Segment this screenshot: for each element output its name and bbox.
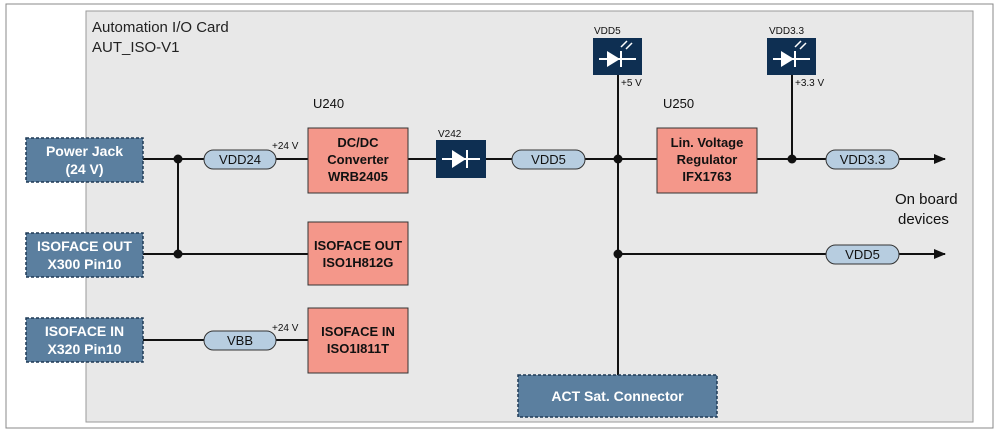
voltage-p33: +3.3 V (795, 78, 825, 89)
power-jack-label-line2: (24 V) (65, 161, 103, 177)
isoface-in-connector-box: ISOFACE IN X320 Pin10 (25, 317, 144, 363)
power-jack-label-line1: Power Jack (46, 143, 123, 159)
ref-u250: U250 (663, 96, 694, 111)
ldo-label-line3: IFX1763 (682, 169, 731, 184)
isoface-out-block-line1: ISOFACE OUT (314, 238, 402, 253)
led-vdd5-label: VDD5 (594, 26, 621, 37)
ref-v242: V242 (438, 129, 462, 140)
card-subtitle: AUT_ISO-V1 (92, 39, 180, 56)
led-icon (593, 38, 642, 75)
isoface-out-connector-label-line1: ISOFACE OUT (37, 238, 132, 254)
isoface-in-connector-label-line1: ISOFACE IN (45, 323, 124, 339)
junction-dot (173, 154, 183, 164)
net-label-vdd33: VDD3.3 (825, 149, 900, 170)
net-label-vdd24-text: VDD24 (219, 152, 261, 167)
led-icon (767, 38, 816, 75)
isoface-in-connector-label-line2: X320 Pin10 (48, 341, 122, 357)
isoface-in-block-line2: ISO1I811T (327, 341, 389, 356)
card-area (85, 10, 974, 423)
net-label-vbb: VBB (203, 330, 277, 351)
isoface-in-block: ISOFACE IN ISO1I811T (307, 307, 409, 374)
ref-u240: U240 (313, 96, 344, 111)
isoface-in-block-line1: ISOFACE IN (321, 324, 395, 339)
act-connector-label: ACT Sat. Connector (551, 388, 684, 404)
net-label-vdd5-output-text: VDD5 (845, 247, 880, 262)
junction-dot (613, 154, 623, 164)
linear-regulator-block: Lin. Voltage Regulator IFX1763 (656, 127, 758, 194)
diode-icon (436, 140, 486, 178)
on-board-label-line2: devices (898, 211, 949, 228)
voltage-p5: +5 V (621, 78, 642, 89)
dcdc-label-line3: WRB2405 (328, 169, 388, 184)
net-label-vdd5-text: VDD5 (531, 152, 566, 167)
voltage-p24-bottom: +24 V (272, 323, 299, 334)
net-label-vdd24: VDD24 (203, 149, 277, 170)
junction-dot (787, 154, 797, 164)
net-label-vbb-text: VBB (227, 333, 253, 348)
on-board-label-line1: On board (895, 191, 958, 208)
power-jack-box: Power Jack (24 V) (25, 137, 144, 183)
junction-dot (613, 249, 623, 259)
dcdc-label-line2: Converter (327, 152, 388, 167)
isoface-out-connector-box: ISOFACE OUT X300 Pin10 (25, 232, 144, 278)
net-label-vdd5: VDD5 (511, 149, 586, 170)
net-label-vdd33-text: VDD3.3 (840, 152, 886, 167)
act-connector-box: ACT Sat. Connector (517, 374, 718, 418)
junction-dot (173, 249, 183, 259)
isoface-out-block: ISOFACE OUT ISO1H812G (307, 221, 409, 286)
voltage-p24-top: +24 V (272, 141, 299, 152)
isoface-out-connector-label-line2: X300 Pin10 (48, 256, 122, 272)
ldo-label-line2: Regulator (677, 152, 738, 167)
net-label-vdd5-output: VDD5 (825, 244, 900, 265)
dcdc-label-line1: DC/DC (337, 135, 379, 150)
isoface-out-block-line2: ISO1H812G (323, 255, 394, 270)
dcdc-converter-block: DC/DC Converter WRB2405 (307, 127, 409, 194)
ldo-label-line1: Lin. Voltage (671, 135, 744, 150)
card-title: Automation I/O Card (92, 19, 229, 36)
led-vdd33-label: VDD3.3 (769, 26, 804, 37)
